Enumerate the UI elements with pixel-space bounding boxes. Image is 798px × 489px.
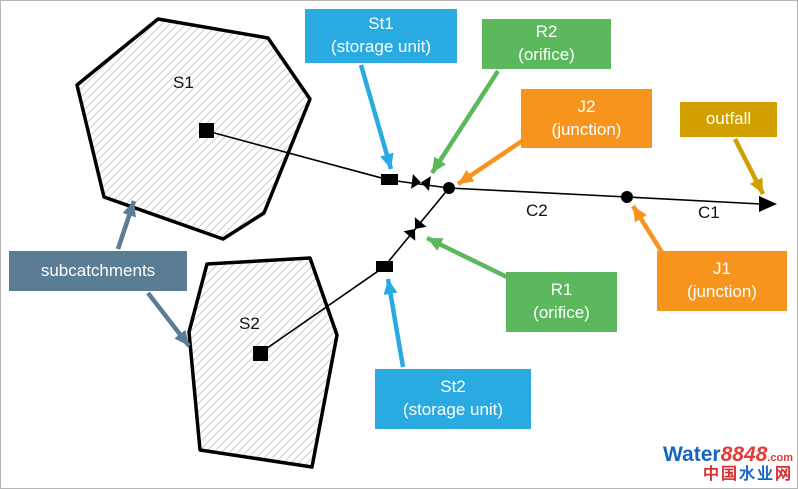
j2-callout-arrow — [456, 137, 527, 186]
conduit-c2-label: C2 — [526, 201, 548, 220]
callout-j2-title: J2 — [577, 96, 596, 116]
callout-outfall: outfall — [680, 102, 777, 137]
callout-subcatchments: subcatchments — [9, 251, 187, 291]
callout-r2-subtitle: (orifice) — [518, 45, 575, 64]
link-s2-to-st2 — [259, 266, 385, 354]
orifice-r2-icon — [411, 173, 431, 192]
callout-st1-subtitle: (storage unit) — [330, 37, 432, 56]
callout-j2: J2 (junction) — [521, 89, 652, 148]
callout-r2-title: R2 — [535, 22, 558, 42]
callout-st2: St2 (storage unit) — [375, 369, 531, 429]
callout-st1: St1 (storage unit) — [305, 9, 457, 63]
subcatchment-s2-shape — [187, 256, 339, 469]
r2-callout-arrow — [430, 69, 500, 175]
callout-r2: R2 (orifice) — [482, 19, 611, 69]
watermark-chinese: 中国水业网 — [663, 466, 793, 484]
storage-unit-st2-icon — [376, 261, 393, 272]
conduit-c2-line — [448, 187, 628, 198]
subcatchment-s1-centroid-icon — [199, 123, 214, 138]
watermark-tld: .com — [767, 452, 793, 465]
subcatchment-s1-label: S1 — [173, 73, 194, 92]
link-st1-to-j2 — [388, 179, 450, 189]
st1-callout-arrow — [358, 64, 394, 170]
callout-r1-title: R1 — [550, 280, 573, 300]
callout-r1-subtitle: (orifice) — [533, 303, 590, 322]
callout-st2-subtitle: (storage unit) — [402, 400, 504, 419]
callout-subcatchments-title: subcatchments — [40, 260, 156, 280]
storage-unit-st1-icon — [381, 174, 398, 185]
r1-callout-arrow — [426, 235, 510, 281]
junction-j2-node — [443, 182, 455, 194]
j1-callout-arrow — [631, 204, 665, 256]
outfall-node-icon — [759, 196, 777, 212]
orifice-r1-icon — [403, 217, 427, 241]
conduit-c1-label: C1 — [698, 203, 720, 222]
callout-st2-title: St2 — [440, 377, 466, 397]
watermark: Water8848.com 中国水业网 — [663, 443, 793, 484]
callout-j1: J1 (junction) — [657, 251, 787, 311]
callout-j1-subtitle: (junction) — [687, 282, 757, 301]
watermark-number: 8848 — [720, 443, 768, 467]
watermark-cn-mid: 水业 — [738, 466, 775, 484]
callout-outfall-title: outfall — [705, 109, 752, 129]
watermark-word: Water — [663, 443, 721, 467]
watermark-cn-right: 网 — [774, 466, 793, 484]
watermark-cn-left: 中国 — [702, 466, 739, 484]
subcatchments-arrow-s1 — [115, 200, 137, 250]
callout-j1-title: J1 — [713, 259, 731, 279]
link-s1-to-st1 — [206, 130, 390, 181]
conduit-c1-line — [626, 196, 762, 205]
callout-st1-title: St1 — [368, 14, 394, 34]
subcatchments-arrow-s2 — [146, 291, 191, 348]
subcatchment-s2-centroid-icon — [253, 346, 268, 361]
callout-j2-subtitle: (junction) — [551, 119, 622, 139]
outfall-callout-arrow — [732, 137, 766, 196]
subcatchment-s2-label: S2 — [239, 314, 260, 333]
callout-r1: R1 (orifice) — [506, 272, 617, 332]
st2-callout-arrow — [383, 278, 406, 368]
watermark-brand: Water8848.com — [663, 443, 793, 466]
subcatchment-s1-shape — [75, 17, 312, 241]
junction-j1-node — [621, 191, 633, 203]
